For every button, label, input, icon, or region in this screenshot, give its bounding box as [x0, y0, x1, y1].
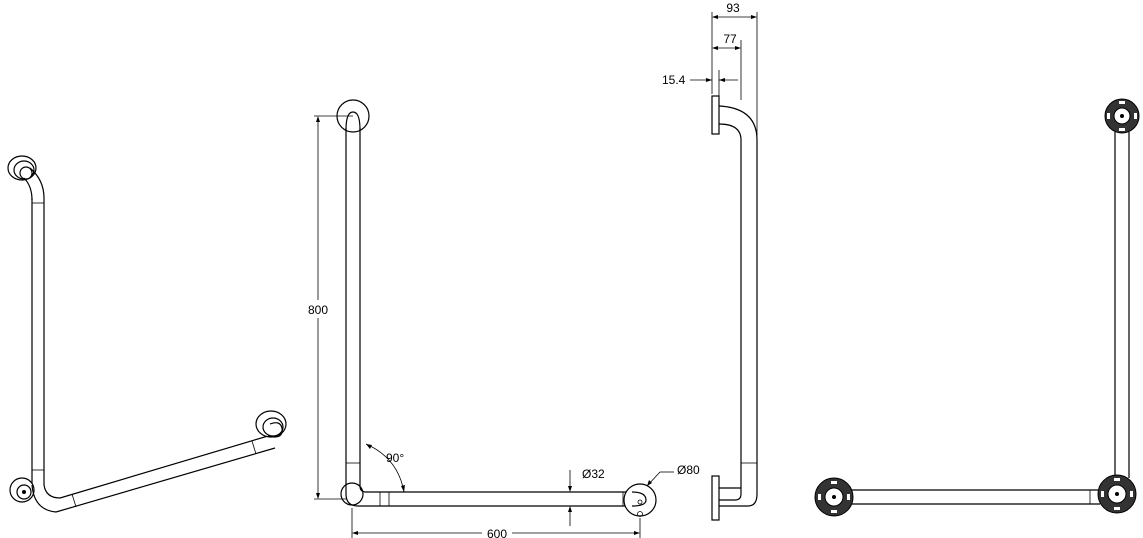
back-top-flange [1104, 98, 1140, 134]
iso-bottom-flange [9, 477, 35, 503]
back-left-flange [814, 477, 854, 517]
dim-tube-diameter-label: Ø32 [582, 467, 605, 481]
dim-height-label: 800 [308, 303, 328, 317]
isometric-view [7, 155, 287, 513]
back-horizontal-tube [848, 489, 1100, 505]
front-right-flange [623, 483, 657, 517]
back-vertical-tube [1114, 132, 1130, 478]
iso-diagonal-tube [55, 435, 276, 513]
dim-projection-total-label: 93 [726, 1, 740, 15]
side-vertical-tube [740, 140, 758, 494]
front-horizontal-tube [380, 491, 632, 507]
side-top-plate [711, 95, 720, 135]
dim-projection-total: 93 [711, 1, 758, 138]
dim-flange-thickness: 15.4 [662, 70, 738, 96]
dim-projection-center-label: 77 [723, 32, 737, 46]
dim-height: 800 [308, 115, 353, 500]
dim-length: 600 [351, 508, 641, 538]
side-view: 93 77 15.4 [662, 1, 758, 521]
iso-vertical-tube [31, 198, 45, 485]
front-vertical-tube [345, 128, 361, 470]
dim-flange-diameter-label: Ø80 [677, 463, 700, 477]
back-corner-flange [1097, 474, 1137, 514]
dim-tube-diameter: Ø32 [568, 467, 605, 526]
dim-projection-center: 77 [712, 32, 742, 100]
back-view [814, 98, 1140, 517]
dim-angle-label: 90° [386, 451, 404, 465]
front-corner [340, 470, 381, 507]
iso-top-flange [7, 155, 37, 181]
dim-flange-diameter: Ø80 [646, 463, 700, 487]
front-view: 800 90° 600 Ø32 [308, 99, 700, 538]
dim-angle: 90° [365, 443, 405, 493]
dim-length-label: 600 [487, 527, 507, 538]
iso-right-flange [255, 410, 287, 438]
side-bottom-plate [711, 475, 720, 521]
dim-flange-thickness-label: 15.4 [662, 73, 686, 87]
